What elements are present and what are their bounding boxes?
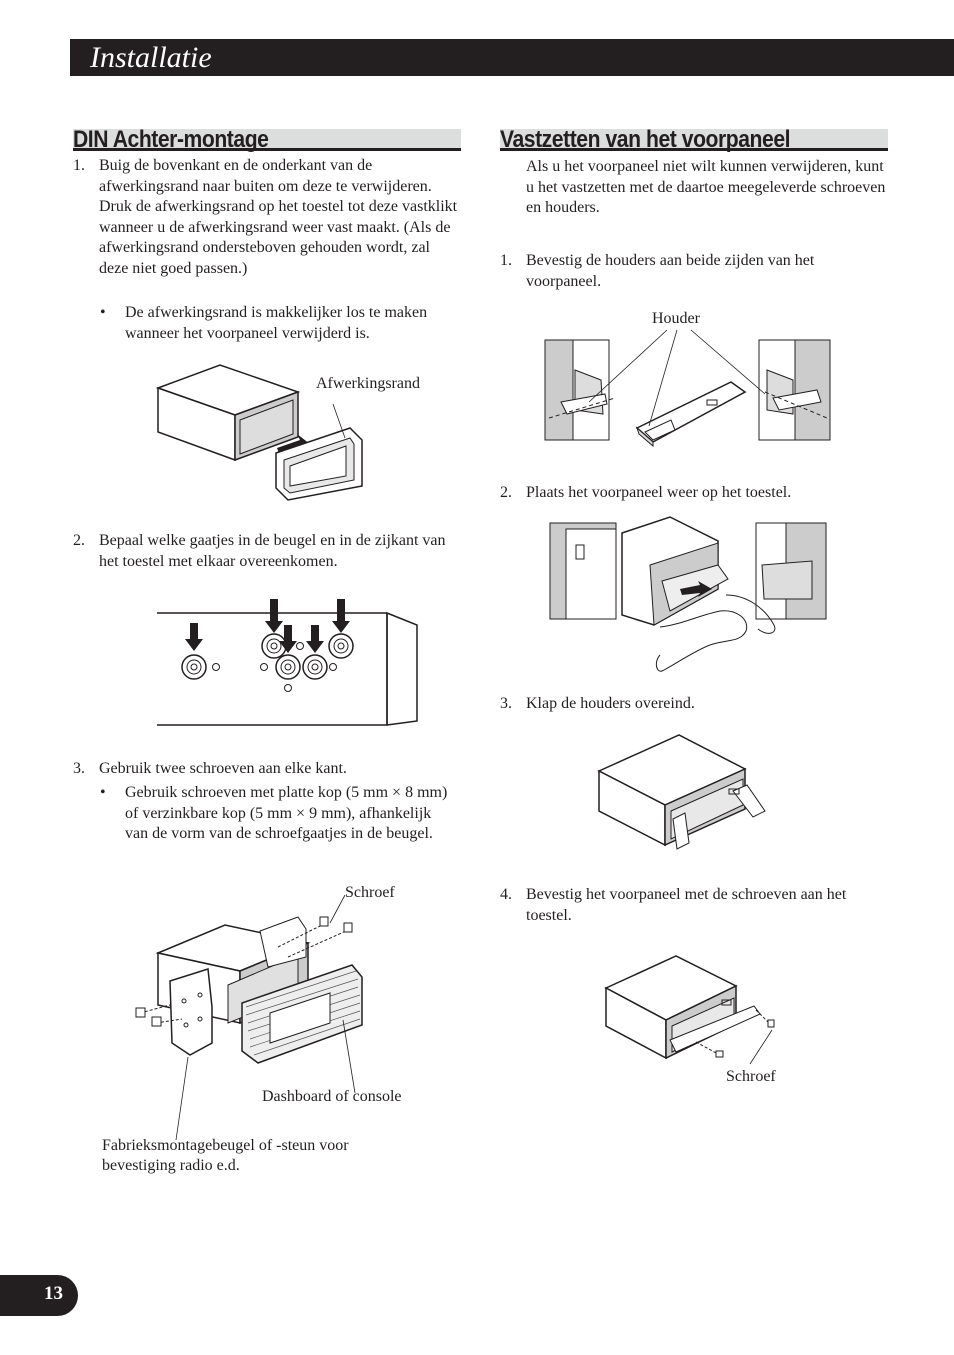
figure-rear-mount bbox=[130, 895, 400, 1140]
label-schroef-voorpaneel: Schroef bbox=[726, 1068, 776, 1085]
bullet-text: De afwerkingsrand is makkelijker los te … bbox=[125, 304, 428, 342]
section-header-din: DIN Achter-montage bbox=[73, 126, 461, 153]
figure-holders bbox=[545, 330, 835, 452]
bullet: • bbox=[100, 304, 106, 321]
step-text: Bevestig het voorpaneel met de schroeven… bbox=[526, 886, 847, 924]
label-houder: Houder bbox=[652, 310, 700, 327]
label-dashboard: Dashboard of console bbox=[262, 1088, 402, 1105]
figure-bracket-holes bbox=[157, 599, 419, 727]
page-title: Installatie bbox=[90, 41, 212, 74]
figure-screw-panel bbox=[604, 954, 784, 1066]
step-number: 1. bbox=[500, 252, 512, 269]
step-number: 3. bbox=[500, 695, 512, 712]
step-text: Buig de bovenkant en de onderkant van de… bbox=[99, 157, 458, 277]
figure-fold-holders bbox=[597, 733, 772, 853]
section-title-voorpaneel: Vastzetten van het voorpaneel bbox=[500, 126, 791, 153]
page-number: 13 bbox=[44, 1283, 63, 1304]
bullet-text: Gebruik schroeven met platte kop (5 mm ×… bbox=[125, 784, 448, 843]
label-bracket: Fabrieksmontagebeugel of -steun voor bev… bbox=[102, 1137, 349, 1174]
bullet: • bbox=[100, 784, 106, 801]
label-afwerkingsrand: Afwerkingsrand bbox=[316, 375, 420, 392]
section-title-din: DIN Achter-montage bbox=[73, 126, 269, 153]
page-number-badge: 13 bbox=[0, 1275, 78, 1316]
step-text: Bevestig de houders aan beide zijden van… bbox=[526, 252, 815, 290]
step-number: 1. bbox=[73, 157, 85, 174]
step-number: 2. bbox=[73, 532, 85, 549]
header-bar: Installatie bbox=[70, 39, 954, 76]
step-number: 3. bbox=[73, 760, 85, 777]
section-header-voorpaneel: Vastzetten van het voorpaneel bbox=[500, 126, 888, 153]
label-schroef: Schroef bbox=[345, 884, 395, 901]
step-number: 2. bbox=[500, 484, 512, 501]
step-number: 4. bbox=[500, 886, 512, 903]
step-text: Plaats het voorpaneel weer op het toeste… bbox=[526, 484, 792, 501]
step-text: Klap de houders overeind. bbox=[526, 695, 695, 712]
step-text: Bepaal welke gaatjes in de beugel en in … bbox=[99, 532, 446, 570]
figure-reattach-panel bbox=[550, 515, 830, 685]
figure-trim-ring bbox=[150, 360, 450, 510]
intro-text: Als u het voorpaneel niet wilt kunnen ve… bbox=[526, 158, 886, 217]
step-text: Gebruik twee schroeven aan elke kant. bbox=[99, 760, 347, 777]
